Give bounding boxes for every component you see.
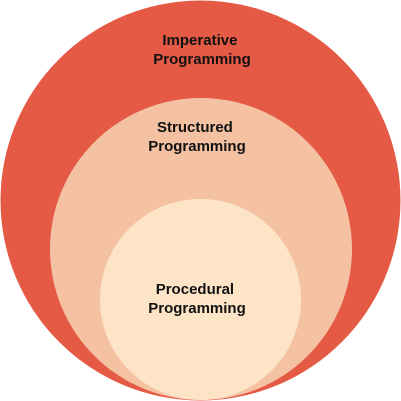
imperative-label-line2: Programming [153, 51, 251, 68]
procedural-label-line2: Programming [148, 300, 246, 317]
structured-label-line1: Structured [157, 119, 233, 136]
imperative-label-line1: Imperative [162, 32, 237, 49]
imperative-programming-label: Imperative Programming [153, 32, 251, 68]
procedural-programming-label: Procedural Programming [148, 281, 246, 317]
procedural-label-line1: Procedural [156, 281, 234, 298]
structured-programming-label: Structured Programming [148, 119, 246, 155]
procedural-programming-circle [100, 199, 301, 400]
structured-label-line2: Programming [148, 138, 246, 155]
